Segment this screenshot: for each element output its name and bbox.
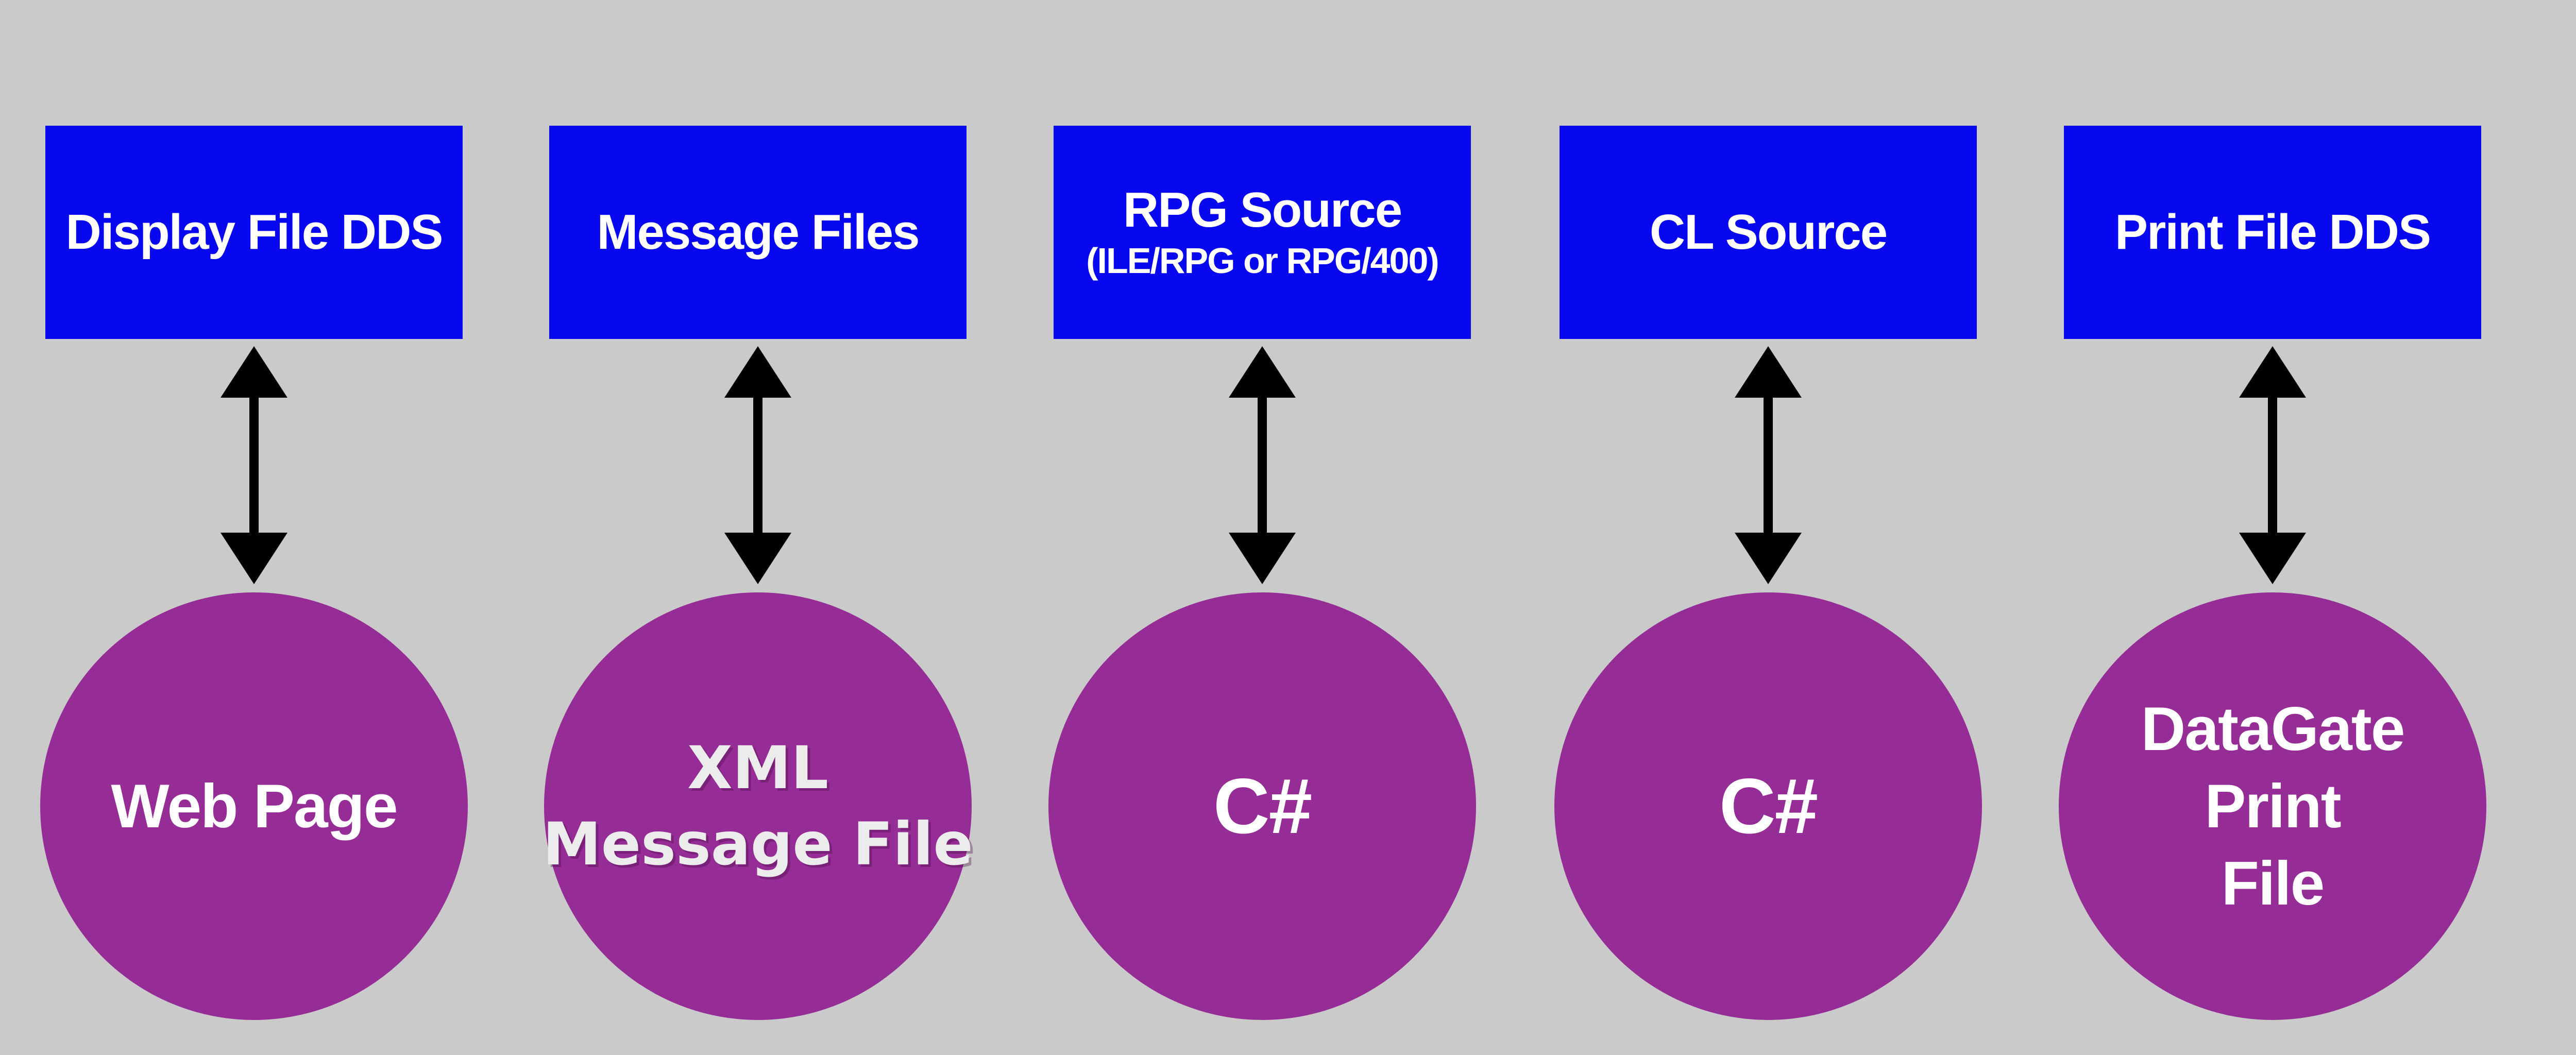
circle-label-line: C# xyxy=(1213,762,1312,850)
circle-label-line: File xyxy=(2221,849,2325,918)
source-box-print-file-dds: Print File DDS xyxy=(2064,126,2481,339)
source-box-display-file-dds: Display File DDS xyxy=(45,126,463,339)
target-circle-csharp-cl: C# xyxy=(1554,592,1982,1020)
double-arrow-icon xyxy=(1229,346,1296,584)
source-box-cl-source: CL Source xyxy=(1560,126,1977,339)
target-circle-csharp-rpg: C# xyxy=(1048,592,1476,1020)
source-box-label: Display File DDS xyxy=(65,205,444,260)
source-box-label: Print File DDS xyxy=(2114,205,2431,260)
source-box-rpg-source: RPG Source (ILE/RPG or RPG/400) xyxy=(1054,126,1471,339)
circle-label-line: Message File xyxy=(543,810,973,878)
source-box-label: RPG Source xyxy=(1123,182,1402,237)
source-box-message-files: Message Files xyxy=(549,126,967,339)
double-arrow-icon xyxy=(2239,346,2306,584)
source-box-label: CL Source xyxy=(1649,205,1888,260)
circle-label-line: XML xyxy=(687,734,828,802)
sql-server-database-icon xyxy=(2571,592,2576,886)
circle-label-line: DataGate xyxy=(2141,694,2405,763)
double-arrow-icon xyxy=(221,346,287,584)
double-arrow-icon xyxy=(724,346,791,584)
target-circle-web-page: Web Page xyxy=(40,592,468,1020)
source-box-label: Message Files xyxy=(597,205,920,260)
circle-label-line: C# xyxy=(1719,762,1818,850)
source-box-sublabel: (ILE/RPG or RPG/400) xyxy=(1086,241,1439,281)
target-circle-xml-message-file: XML Message File xyxy=(543,592,973,1020)
target-circle-datagate-print-file: DataGate Print File xyxy=(2059,592,2486,1020)
ibm-i-db2-database-icon xyxy=(2571,36,2576,335)
circle-label-line: Web Page xyxy=(111,772,398,841)
double-arrow-icon xyxy=(1735,346,1802,584)
circle-label-line: Print xyxy=(2205,772,2341,841)
